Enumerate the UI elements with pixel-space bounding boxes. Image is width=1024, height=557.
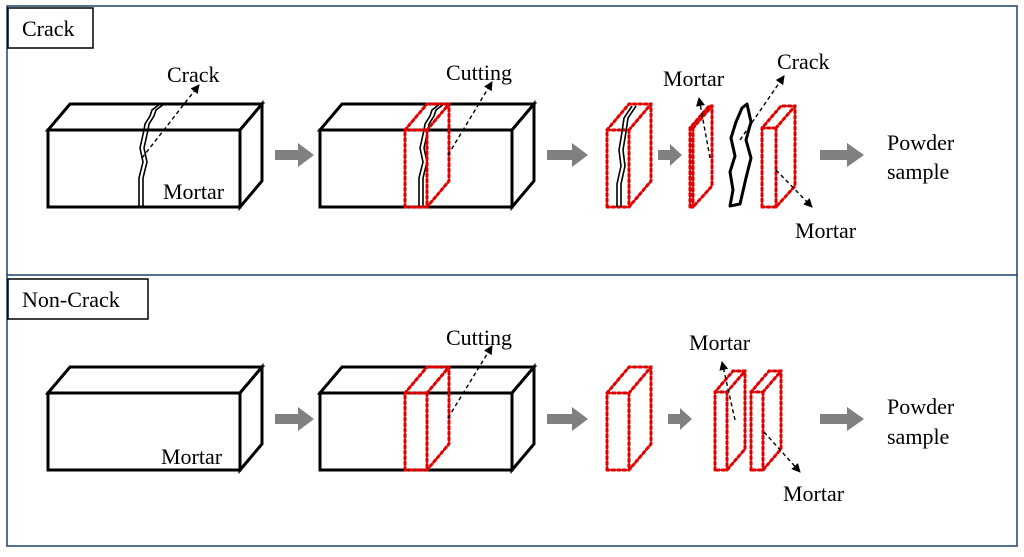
flow-arrow-1-nc [275,407,314,431]
powder-label-line2: sample [887,159,949,184]
intact-block-cutting [316,362,538,475]
outer-frame [6,5,1018,547]
flow-arrow-3 [820,143,864,167]
mortar-label-top: Mortar [663,66,725,91]
intact-mortar-block [44,362,266,475]
cracked-block-cutting [316,99,538,212]
crack-pointer-line [141,84,200,159]
separated-mortar-left-nc [713,369,747,472]
flow-arrow-small-nc [668,408,692,430]
flow-arrow-1 [275,143,314,167]
mortar-label-bottom: Mortar [795,218,857,243]
cutting-pointer-line [447,81,493,156]
powder-label-line1: Powder [887,130,955,155]
mortar-label-bottom-nc: Mortar [783,481,845,506]
separated-mortar-right-nc [749,369,783,472]
noncrack-section-title: Non-Crack [22,287,120,312]
separated-mortar-left [688,104,714,209]
cut-slice-with-crack [605,102,653,209]
cut-slice-outline [403,102,451,209]
powder-label-line2-nc: sample [887,424,949,449]
flow-arrow-3-nc [820,407,864,431]
mortar-top-pointer-nc [719,361,736,421]
mortar-label-block1-nc: Mortar [161,444,223,469]
cut-slice-outline-nc [403,365,451,472]
noncrack-section: Non-Crack Mortar Cutting [7,278,955,506]
cutting-label-nc: Cutting [446,325,512,350]
mortar-top-pointer [696,97,711,159]
mortar-label-block1: Mortar [163,179,225,204]
flow-arrow-2-nc [547,407,588,431]
mortar-bottom-pointer-nc [763,431,801,473]
mortar-bottom-pointer [775,169,813,208]
separated-mortar-right [760,104,797,209]
powder-label-line1-nc: Powder [887,394,955,419]
cutting-label: Cutting [446,60,512,85]
crack-section: Crack Crack Mortar [7,7,955,243]
noncrack-title-box [7,278,149,320]
flow-arrow-2 [547,143,588,167]
crack-section-title: Crack [22,16,75,41]
cracked-mortar-block [44,99,266,212]
crack-fragment [728,102,753,208]
crack-label-top: Crack [777,49,830,74]
flow-arrow-small [658,144,682,166]
mortar-label-top-nc: Mortar [689,330,751,355]
crack-top-pointer [739,75,785,141]
cut-slice-nc [605,365,653,472]
crack-title-box [7,7,94,49]
crack-mark [138,103,161,207]
crack-label-block1: Crack [167,62,220,87]
cutting-pointer-line-nc [447,345,493,419]
